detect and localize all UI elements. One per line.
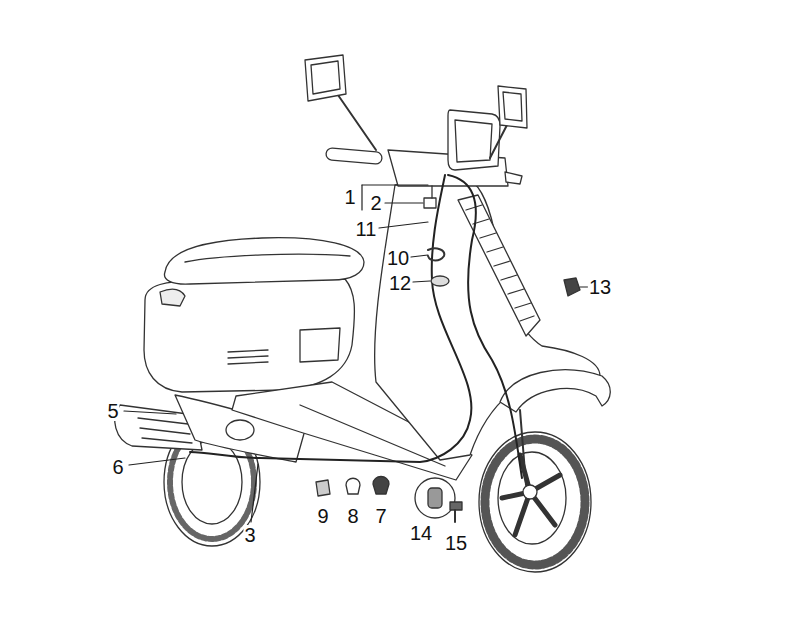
cable <box>448 175 522 478</box>
callout-number: 8 <box>346 506 359 526</box>
leg-shield <box>375 180 600 460</box>
muffler <box>138 418 192 443</box>
leader-line <box>124 185 589 522</box>
leader-line <box>413 281 430 282</box>
mirrors <box>498 86 527 128</box>
callout-number: 5 <box>106 401 119 421</box>
callout-number: 2 <box>369 193 382 213</box>
callout-number: 9 <box>316 506 329 526</box>
callout-number: 6 <box>111 457 124 477</box>
rear-body <box>160 289 185 306</box>
leg-shield <box>458 195 540 336</box>
handlebar <box>326 148 383 165</box>
small-parts <box>316 186 580 522</box>
small-parts <box>346 478 360 494</box>
rear-body <box>144 279 354 392</box>
small-parts <box>431 276 449 286</box>
front-fender <box>500 370 610 412</box>
small-parts <box>431 186 432 198</box>
leg-shield <box>375 180 600 460</box>
rear-body <box>144 279 354 392</box>
small-parts <box>424 198 436 208</box>
callout-number: 15 <box>444 533 468 553</box>
small-parts <box>428 248 444 260</box>
leader-line <box>411 255 428 257</box>
callout-number: 1 <box>343 187 356 207</box>
small-parts <box>373 477 389 495</box>
front-wheel <box>523 485 537 499</box>
seat <box>185 254 350 262</box>
small-parts <box>454 510 456 522</box>
callout-number: 11 <box>355 219 378 239</box>
engine-cover <box>226 420 254 440</box>
front-wheel <box>498 452 566 544</box>
mirrors <box>311 61 340 94</box>
callout-number: 12 <box>388 273 412 293</box>
leader-line <box>251 464 258 522</box>
leader-line <box>361 185 362 210</box>
mirrors <box>338 95 376 150</box>
seat <box>164 238 364 284</box>
cable <box>190 175 471 462</box>
callout-number: 3 <box>243 525 256 545</box>
rear-body <box>300 328 340 362</box>
small-parts <box>564 278 580 296</box>
handlebar <box>455 120 492 162</box>
callout-number: 13 <box>588 277 612 297</box>
mirrors <box>305 55 346 101</box>
small-parts <box>415 478 455 518</box>
handlebar <box>448 110 500 170</box>
leader-line <box>124 411 176 414</box>
seat <box>164 238 364 284</box>
front-wheel <box>479 410 591 572</box>
small-parts <box>428 488 442 508</box>
leader-line <box>362 184 428 185</box>
mirrors <box>305 55 527 158</box>
small-parts <box>316 480 330 496</box>
front-fender <box>500 370 610 412</box>
leader-line <box>129 458 185 465</box>
callout-number: 7 <box>374 506 387 526</box>
front-wheel <box>485 439 585 565</box>
cable <box>190 175 522 478</box>
leader-line <box>385 202 423 203</box>
front-wheel <box>502 455 560 535</box>
front-wheel <box>479 432 591 572</box>
handlebar <box>505 172 522 184</box>
callout-number: 10 <box>386 248 410 268</box>
leader-line <box>379 222 428 228</box>
mirrors <box>490 125 507 158</box>
callout-number: 14 <box>409 523 433 543</box>
small-parts <box>450 502 462 510</box>
mirrors <box>503 92 522 121</box>
rear-body <box>228 350 268 364</box>
